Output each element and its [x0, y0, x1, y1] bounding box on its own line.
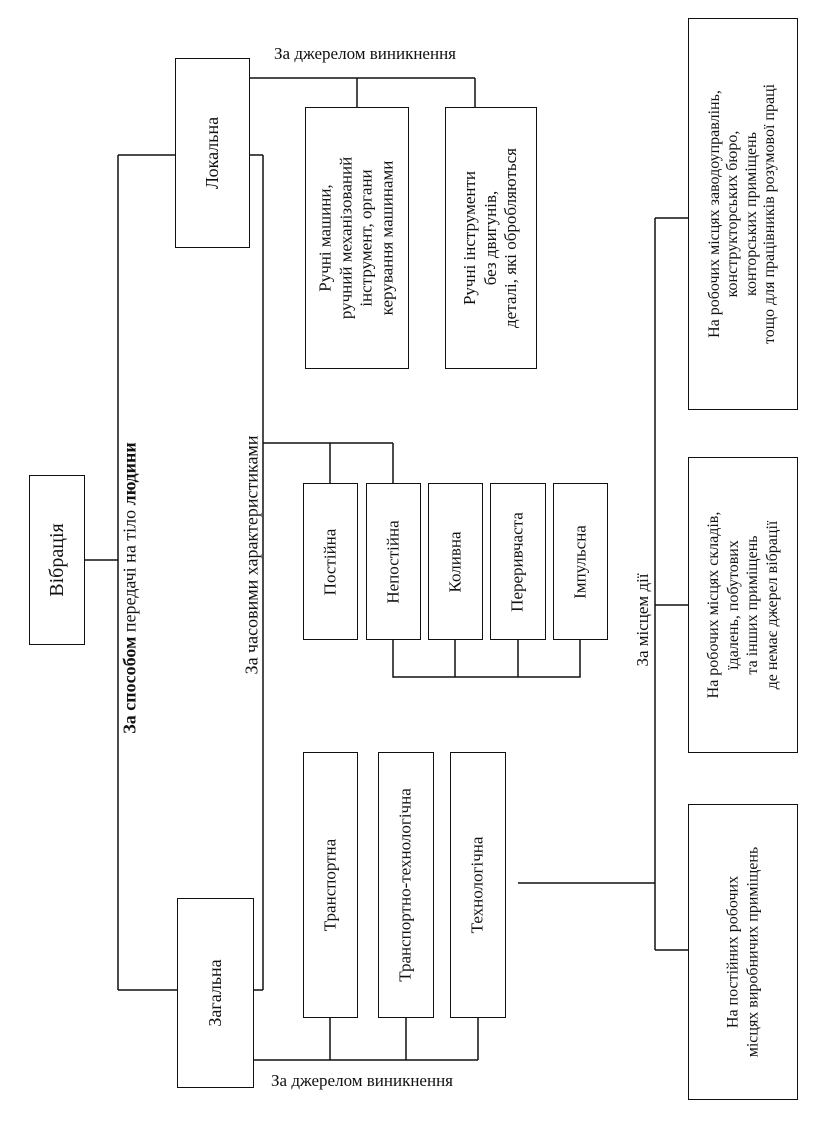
node-local-source-2-text: Ручні інструменти без двигунів, деталі, …: [459, 148, 521, 328]
node-general-text: Загальна: [204, 959, 225, 1027]
node-place-production: На постійних робочих місцях виробничих п…: [688, 804, 798, 1100]
node-local-source-1: Ручні машини, ручний механізований інстр…: [305, 107, 409, 369]
node-place-warehouses-text: На робочих місцях складів, їдалень, побу…: [704, 511, 781, 699]
node-transport-text: Транспортна: [320, 838, 340, 932]
node-place-warehouses: На робочих місцях складів, їдалень, побу…: [688, 457, 798, 753]
node-place-production-text: На постійних робочих місцях виробничих п…: [724, 846, 761, 1058]
node-time-oscillating: Коливна: [428, 483, 483, 640]
node-local-source-1-text: Ручні машини, ручний механізований інстр…: [315, 156, 397, 320]
node-time-intermittent-text: Переривчаста: [507, 511, 527, 612]
node-transport-technological: Транспортно-технологічна: [378, 752, 434, 1018]
node-local-text: Локальна: [201, 116, 222, 190]
bracket-time-bottom: [392, 640, 581, 678]
node-general: Загальна: [177, 898, 254, 1088]
node-vibration: Вібрація: [29, 475, 85, 645]
label-source-bottom: За джерелом виникнення: [271, 1071, 453, 1090]
node-time-constant-text: Постійна: [320, 528, 340, 595]
label-time: За часовими характеристиками: [241, 435, 262, 675]
label-source-top: За джерелом виникнення: [274, 44, 456, 63]
node-transport-technological-text: Транспортно-технологічна: [395, 788, 415, 982]
label-by-body-bold: За способом: [119, 636, 140, 734]
label-by-body-rest: передачі на тіло: [119, 505, 140, 637]
node-transport: Транспортна: [303, 752, 358, 1018]
label-place: За місцем дії: [633, 573, 652, 667]
node-time-variable-text: Непостійна: [383, 519, 403, 604]
node-vibration-text: Вібрація: [45, 523, 68, 597]
node-technological: Технологічна: [450, 752, 506, 1018]
label-by-body: За способом передачі на тіло людини: [120, 442, 141, 733]
node-time-impulse-text: Імпульсна: [570, 524, 590, 599]
node-time-intermittent: Переривчаста: [490, 483, 546, 640]
node-local: Локальна: [175, 58, 250, 248]
node-local-source-2: Ручні інструменти без двигунів, деталі, …: [445, 107, 537, 369]
node-time-oscillating-text: Коливна: [445, 530, 465, 593]
node-technological-text: Технологічна: [467, 836, 487, 934]
node-time-variable: Непостійна: [366, 483, 421, 640]
node-place-offices: На робочих місцях заводоуправлінь, конст…: [688, 18, 798, 410]
node-time-impulse: Імпульсна: [553, 483, 608, 640]
node-time-constant: Постійна: [303, 483, 358, 640]
label-by-body-end: людини: [119, 442, 140, 506]
node-place-offices-text: На робочих місцях заводоуправлінь, конст…: [706, 83, 779, 345]
